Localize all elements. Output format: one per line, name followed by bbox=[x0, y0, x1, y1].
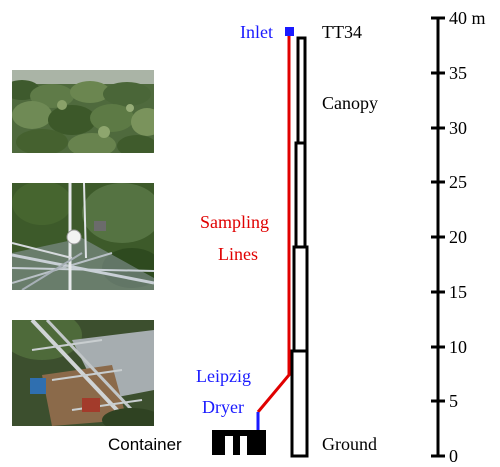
ground-label: Ground bbox=[322, 434, 377, 454]
tower-section-upper bbox=[294, 141, 307, 249]
tower-label: TT34 bbox=[322, 22, 362, 42]
tower-section-top bbox=[296, 36, 307, 145]
tick-label-20: 20 bbox=[449, 227, 467, 247]
tick-label-5: 5 bbox=[449, 391, 458, 411]
container-label: Container bbox=[108, 435, 182, 454]
container-shape bbox=[212, 430, 266, 455]
tick-label-35: 35 bbox=[449, 63, 467, 83]
tower-section-middle bbox=[292, 245, 309, 353]
tick-label-40: 40 m bbox=[449, 8, 486, 28]
tick-label-15: 15 bbox=[449, 282, 467, 302]
height-scale-axis bbox=[431, 16, 445, 458]
tower-section-bottom bbox=[290, 349, 309, 458]
dryer-label-line2: Dryer bbox=[202, 397, 244, 417]
sampling-label-line1: Sampling bbox=[200, 212, 269, 232]
inlet-marker bbox=[285, 27, 294, 36]
tower-base-photo bbox=[12, 320, 154, 426]
dryer-label-line1: Leipzig bbox=[196, 366, 251, 386]
tower-top-photo bbox=[12, 183, 154, 290]
tower-structure bbox=[290, 36, 309, 458]
tick-label-25: 25 bbox=[449, 172, 467, 192]
height-scale-labels: 40 m 35 30 25 20 15 10 5 0 bbox=[449, 8, 486, 466]
tick-label-0: 0 bbox=[449, 446, 458, 466]
canopy-photo bbox=[12, 70, 154, 153]
sampling-line bbox=[256, 36, 291, 413]
tick-label-10: 10 bbox=[449, 337, 467, 357]
sampling-label-line2: Lines bbox=[218, 244, 258, 264]
canopy-label: Canopy bbox=[322, 93, 378, 113]
tick-label-30: 30 bbox=[449, 118, 467, 138]
inlet-label: Inlet bbox=[240, 22, 273, 42]
